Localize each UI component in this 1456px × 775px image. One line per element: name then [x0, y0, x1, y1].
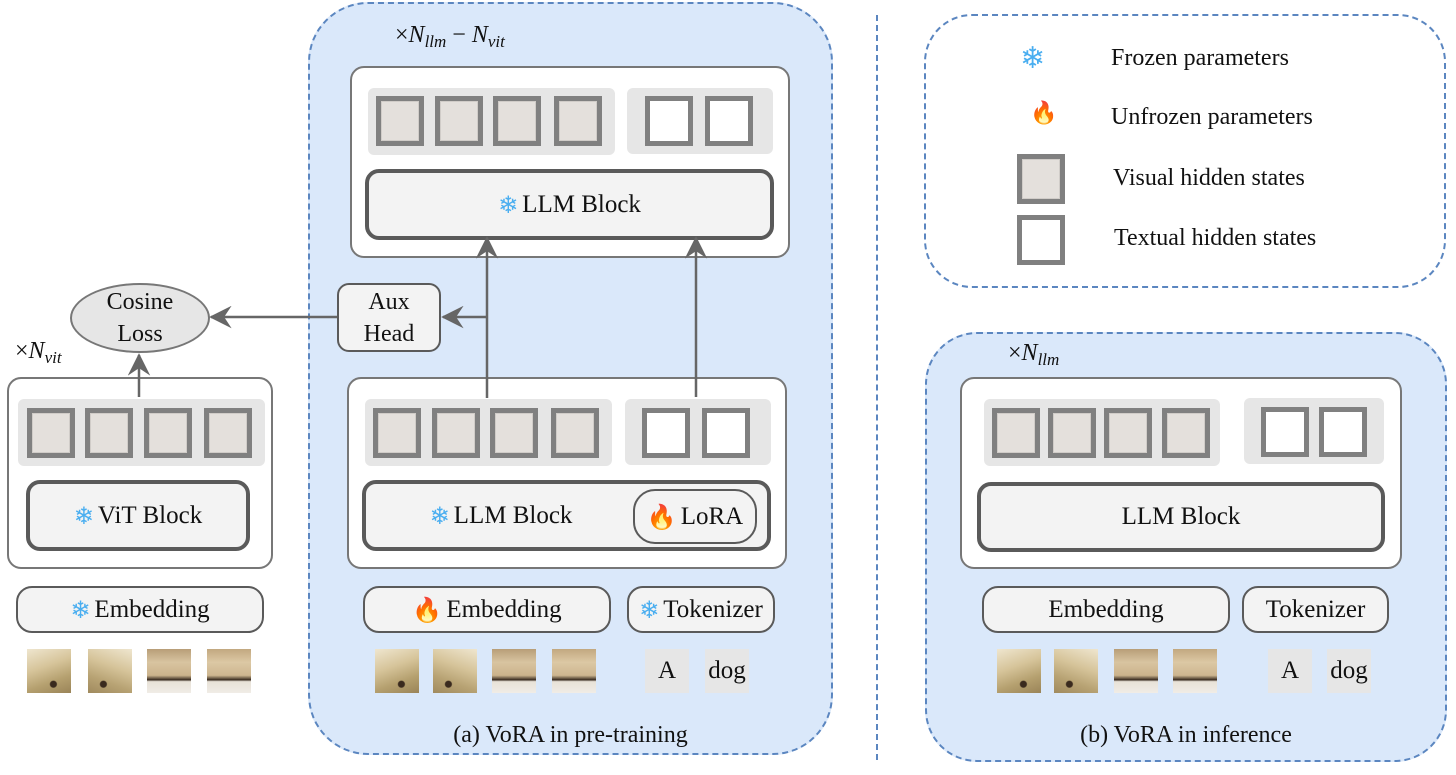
inference-multiplier: ×Nllm: [1008, 340, 1060, 369]
legend-panel: [924, 14, 1446, 288]
pretraining-top-layer: ❄ LLM Block: [350, 66, 790, 258]
image-patch: [375, 649, 419, 693]
visual-hidden-state: [27, 408, 75, 458]
lora-module: 🔥 LoRA: [633, 489, 757, 544]
legend-item-frozen: ❄: [1020, 44, 1049, 74]
image-patch: [492, 649, 536, 693]
textual-hidden-state: [702, 408, 750, 458]
vit-embedding: ❄ Embedding: [16, 586, 264, 633]
text-token: A: [1268, 649, 1312, 693]
textual-hidden-state: [705, 96, 753, 146]
pretraining-tokenizer-label: Tokenizer: [663, 595, 763, 623]
visual-hidden-state: [85, 408, 133, 458]
inference-embedding: Embedding: [982, 586, 1230, 633]
snowflake-icon: ❄: [70, 595, 91, 624]
image-patch: [1054, 649, 1098, 693]
visual-hidden-state: [204, 408, 252, 458]
legend-label-frozen: Frozen parameters: [1111, 45, 1289, 71]
vit-block-label: ViT Block: [97, 501, 203, 529]
aux-head-line2: Head: [363, 320, 415, 347]
legend-label-unfrozen: Unfrozen parameters: [1111, 104, 1313, 130]
image-patch: [1114, 649, 1158, 693]
section-divider: [876, 15, 878, 760]
inference-embedding-label: Embedding: [1048, 595, 1164, 623]
textual-hidden-state: [1261, 407, 1309, 457]
pretraining-embedding-label: Embedding: [446, 595, 562, 623]
image-patch: [1173, 649, 1217, 693]
visual-hidden-state: [554, 96, 602, 146]
visual-hidden-state: [992, 408, 1040, 458]
lora-label: LoRA: [680, 502, 744, 530]
image-patch: [27, 649, 71, 693]
cosine-loss-line2: Loss: [117, 321, 163, 347]
visual-hidden-state: [144, 408, 192, 458]
inference-llm-block-label: LLM Block: [1121, 503, 1241, 530]
text-token: dog: [1327, 649, 1371, 693]
legend-textual-state-swatch: [1017, 215, 1065, 265]
image-patch: [433, 649, 477, 693]
pretraining-embedding: 🔥 Embedding: [363, 586, 611, 633]
inference-tokenizer-label: Tokenizer: [1265, 595, 1366, 623]
image-patch: [552, 649, 596, 693]
visual-hidden-state: [1048, 408, 1096, 458]
legend-label-visual: Visual hidden states: [1113, 165, 1305, 191]
visual-hidden-state: [490, 408, 538, 458]
vit-embedding-label: Embedding: [94, 595, 210, 623]
vit-layer: ❄ ViT Block: [7, 377, 273, 569]
fire-icon: 🔥: [1030, 101, 1058, 126]
inference-layer: LLM Block: [960, 377, 1402, 569]
legend-visual-state-swatch: [1017, 154, 1065, 204]
textual-states-group: [1244, 398, 1384, 464]
vit-multiplier: ×Nvit: [15, 338, 62, 367]
visual-hidden-state: [432, 408, 480, 458]
visual-states-group: [18, 399, 265, 466]
image-patch: [207, 649, 251, 693]
image-patch: [88, 649, 132, 693]
pretraining-bottom-llm-block: ❄ LLM Block 🔥 LoRA: [362, 480, 771, 551]
textual-hidden-state: [642, 408, 690, 458]
snowflake-icon: ❄: [498, 190, 519, 219]
inference-tokenizer: Tokenizer: [1242, 586, 1389, 633]
visual-hidden-state: [1104, 408, 1152, 458]
textual-states-group: [627, 88, 773, 154]
vit-block: ❄ ViT Block: [26, 480, 250, 551]
visual-states-group: [365, 399, 612, 466]
visual-hidden-state: [376, 96, 424, 146]
textual-states-group: [625, 399, 771, 465]
snowflake-icon: ❄: [73, 501, 94, 530]
pretraining-bottom-layer: ❄ LLM Block 🔥 LoRA: [347, 377, 787, 569]
fire-icon: 🔥: [412, 595, 443, 624]
pretraining-tokenizer: ❄ Tokenizer: [627, 586, 775, 633]
cosine-loss-line1: Cosine: [106, 289, 174, 315]
pretraining-multiplier: ×Nllm − Nvit: [395, 22, 505, 51]
visual-hidden-state: [551, 408, 599, 458]
text-token: A: [645, 649, 689, 693]
fire-icon: 🔥: [646, 502, 677, 531]
pretraining-caption: (a) VoRA in pre-training: [453, 722, 688, 748]
textual-hidden-state: [1319, 407, 1367, 457]
snowflake-icon: ❄: [1020, 41, 1046, 76]
visual-hidden-state: [1162, 408, 1210, 458]
bottom-llm-block-label: LLM Block: [453, 501, 573, 529]
textual-hidden-state: [645, 96, 693, 146]
visual-hidden-state: [435, 96, 483, 146]
legend-item-unfrozen: 🔥: [1030, 103, 1061, 125]
image-patch: [147, 649, 191, 693]
inference-llm-block: LLM Block: [977, 482, 1385, 552]
visual-hidden-state: [493, 96, 541, 146]
visual-hidden-state: [373, 408, 421, 458]
legend-label-textual: Textual hidden states: [1114, 225, 1317, 251]
top-llm-block-label: LLM Block: [522, 190, 641, 218]
pretraining-top-llm-block: ❄ LLM Block: [365, 169, 774, 240]
snowflake-icon: ❄: [429, 501, 450, 530]
inference-caption: (b) VoRA in inference: [1080, 722, 1292, 748]
visual-states-group: [368, 88, 615, 155]
visual-states-group: [984, 399, 1220, 466]
aux-head-line1: Aux: [368, 288, 410, 315]
image-patch: [997, 649, 1041, 693]
snowflake-icon: ❄: [639, 595, 660, 624]
text-token: dog: [705, 649, 749, 693]
